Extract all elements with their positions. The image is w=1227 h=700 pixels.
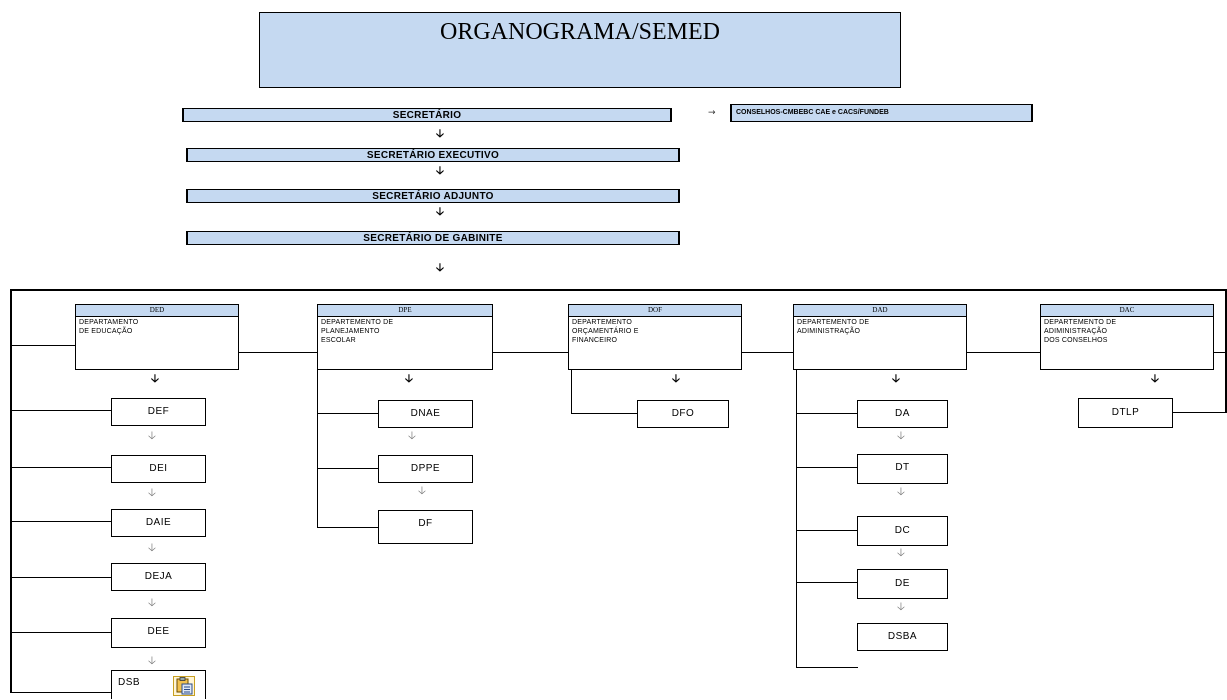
down-arrow-icon: 🡣 <box>897 600 905 613</box>
chart-title-box: ORGANOGRAMA/SEMED <box>259 12 901 88</box>
department-dad-name: DEPARTEMENTO DE ADIMINISTRAÇÃO <box>797 319 870 335</box>
down-arrow-icon: 🡣 <box>436 205 444 218</box>
unit-da: DA <box>857 400 948 428</box>
department-dac: DAC DEPARTEMENTO DE ADIMINISTRAÇÃO DOS C… <box>1040 304 1214 370</box>
unit-dppe: DPPE <box>378 455 473 483</box>
department-dad: DAD DEPARTEMENTO DE ADIMINISTRAÇÃO <box>793 304 967 370</box>
secretario-label: SECRETÁRIO <box>392 110 462 121</box>
down-arrow-icon: 🡣 <box>1151 372 1159 385</box>
unit-dt: DT <box>857 454 948 484</box>
secretario-box: SECRETÁRIO <box>182 108 672 122</box>
secretario-gabinete-label: SECRETÁRIO DE GABINITE <box>363 233 503 244</box>
unit-def: DEF <box>111 398 206 426</box>
down-arrow-icon: 🡣 <box>151 372 159 385</box>
down-arrow-icon: 🡣 <box>405 372 413 385</box>
down-arrow-icon: 🡣 <box>148 541 156 554</box>
down-arrow-icon: 🡣 <box>436 261 444 274</box>
unit-daie: DAIE <box>111 509 206 537</box>
department-dad-code: DAD <box>794 305 966 317</box>
unit-dsba: DSBA <box>857 623 948 651</box>
down-arrow-icon: 🡣 <box>436 164 444 177</box>
down-arrow-icon: 🡣 <box>148 486 156 499</box>
unit-df: DF <box>378 510 473 544</box>
department-ded: DED DEPARTAMENTO DE EDUCAÇÃO <box>75 304 239 370</box>
main-bus-line <box>10 289 1227 291</box>
department-ded-name: DEPARTAMENTO DE EDUCAÇÃO <box>79 319 139 335</box>
unit-dtlp: DTLP <box>1078 398 1173 428</box>
down-arrow-icon: 🡣 <box>148 654 156 667</box>
left-trunk-line <box>10 289 12 693</box>
department-dpe-code: DPE <box>318 305 492 317</box>
unit-dnae: DNAE <box>378 400 473 428</box>
unit-dc: DC <box>857 516 948 546</box>
secretario-executivo-box: SECRETÁRIO EXECUTIVO <box>186 148 680 162</box>
department-dac-code: DAC <box>1041 305 1213 317</box>
right-arrow-icon: → <box>708 108 716 118</box>
down-arrow-icon: 🡣 <box>148 429 156 442</box>
down-arrow-icon: 🡣 <box>436 127 444 140</box>
department-dpe-name: DEPARTEMENTO DE PLANEJAMENTO ESCOLAR <box>321 319 394 344</box>
department-dac-name: DEPARTEMENTO DE ADIMINISTRAÇÃO DOS CONSE… <box>1044 319 1117 344</box>
down-arrow-icon: 🡣 <box>897 429 905 442</box>
department-dof: DOF DEPARTEMENTO ORÇAMENTÁRIO E FINANCEI… <box>568 304 742 370</box>
department-dof-code: DOF <box>569 305 741 317</box>
down-arrow-icon: 🡣 <box>897 546 905 559</box>
unit-deja: DEJA <box>111 563 206 591</box>
secretario-gabinete-box: SECRETÁRIO DE GABINITE <box>186 231 680 245</box>
down-arrow-icon: 🡣 <box>892 372 900 385</box>
down-arrow-icon: 🡣 <box>897 485 905 498</box>
clipboard-paste-icon[interactable] <box>173 676 195 696</box>
down-arrow-icon: 🡣 <box>418 484 426 497</box>
down-arrow-icon: 🡣 <box>148 596 156 609</box>
chart-title: ORGANOGRAMA/SEMED <box>439 19 721 45</box>
department-ded-code: DED <box>76 305 238 317</box>
secretario-adjunto-box: SECRETÁRIO ADJUNTO <box>186 189 680 203</box>
councils-box: CONSELHOS-CMBEBC CAE e CACS/FUNDEB <box>730 104 1033 122</box>
department-dof-name: DEPARTEMENTO ORÇAMENTÁRIO E FINANCEIRO <box>572 319 639 344</box>
unit-dee: DEE <box>111 618 206 648</box>
right-trunk-line <box>1225 289 1227 413</box>
department-dpe: DPE DEPARTEMENTO DE PLANEJAMENTO ESCOLAR <box>317 304 493 370</box>
unit-dei: DEI <box>111 455 206 483</box>
down-arrow-icon: 🡣 <box>408 429 416 442</box>
secretario-executivo-label: SECRETÁRIO EXECUTIVO <box>366 150 500 161</box>
down-arrow-icon: 🡣 <box>672 372 680 385</box>
secretario-adjunto-label: SECRETÁRIO ADJUNTO <box>372 191 494 202</box>
unit-de: DE <box>857 569 948 599</box>
unit-dfo: DFO <box>637 400 729 428</box>
councils-label: CONSELHOS-CMBEBC CAE e CACS/FUNDEB <box>736 109 889 116</box>
